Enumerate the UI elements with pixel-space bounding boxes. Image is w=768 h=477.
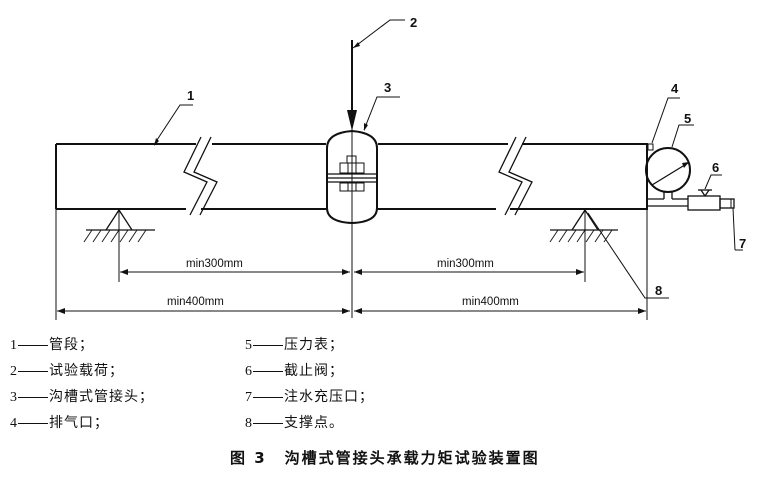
figure-caption: 图 3 沟槽式管接头承载力矩试验装置图 [230,447,540,468]
legend-text: 管段； [49,337,94,353]
callout-3: 3 [384,80,391,95]
pipe-segment-left [55,136,326,216]
callout-4: 4 [671,81,679,96]
legend-key: 5 [245,338,252,353]
legend-text: 注水充压口； [284,389,374,405]
legend-text: 排气口； [49,415,109,431]
legend-dash [253,396,283,398]
callout-5: 5 [684,111,691,126]
callout-8: 8 [655,283,662,298]
legend-key: 1 [10,338,17,353]
pipe-segment-right [378,136,648,216]
legend-text: 支撑点。 [284,415,344,431]
legend-item: 4 排气口； [10,412,109,432]
callout-1: 1 [187,88,194,103]
legend-dash [253,422,283,424]
legend-key: 6 [245,364,252,379]
callout-6: 6 [712,160,719,175]
legend-item: 8 支撑点。 [245,412,344,432]
figure-label: 图 3 [230,449,267,467]
support-right [549,209,618,282]
callout-7: 7 [739,236,746,251]
legend-text: 试验载荷； [49,363,124,379]
legend-item: 7 注水充压口； [245,386,374,406]
legend-dash [18,370,48,372]
legend-key: 4 [10,416,17,431]
legend-item: 5 压力表； [245,334,344,354]
legend-text: 沟槽式管接头； [49,389,154,405]
pressure-gauge [645,147,691,199]
vent-and-piping [646,143,688,207]
legend-item: 3 沟槽式管接头； [10,386,154,406]
legend-text: 截止阀； [284,363,344,379]
legend-dash [18,344,48,346]
test-apparatus-diagram: min300mm min300mm min400mm min400mm 1 2 … [55,15,746,320]
legend-item: 2 试验载荷； [10,360,124,380]
legend-dash [253,344,283,346]
legend-key: 3 [10,390,17,405]
dim-left-inner: min300mm [186,258,243,270]
dim-right-inner: min300mm [437,258,494,270]
legend-dash [18,396,48,398]
test-load-arrow [347,40,357,131]
legend-key: 8 [245,416,252,431]
leader-lines [154,19,743,299]
dim-left-outer: min400mm [167,296,224,308]
legend-text: 压力表； [284,337,344,353]
callout-2: 2 [410,15,417,30]
dim-right-outer: min400mm [462,296,519,308]
legend-item: 6 截止阀； [245,360,344,380]
shut-off-valve [687,189,735,211]
legend-item: 1 管段； [10,334,94,354]
support-left [83,209,155,282]
legend-dash [253,370,283,372]
dimension-lines [57,269,646,314]
figure-title: 沟槽式管接头承载力矩试验装置图 [284,449,540,467]
legend-key: 2 [10,364,17,379]
legend-key: 7 [245,390,252,405]
legend-dash [18,422,48,424]
grooved-coupling [326,128,378,318]
